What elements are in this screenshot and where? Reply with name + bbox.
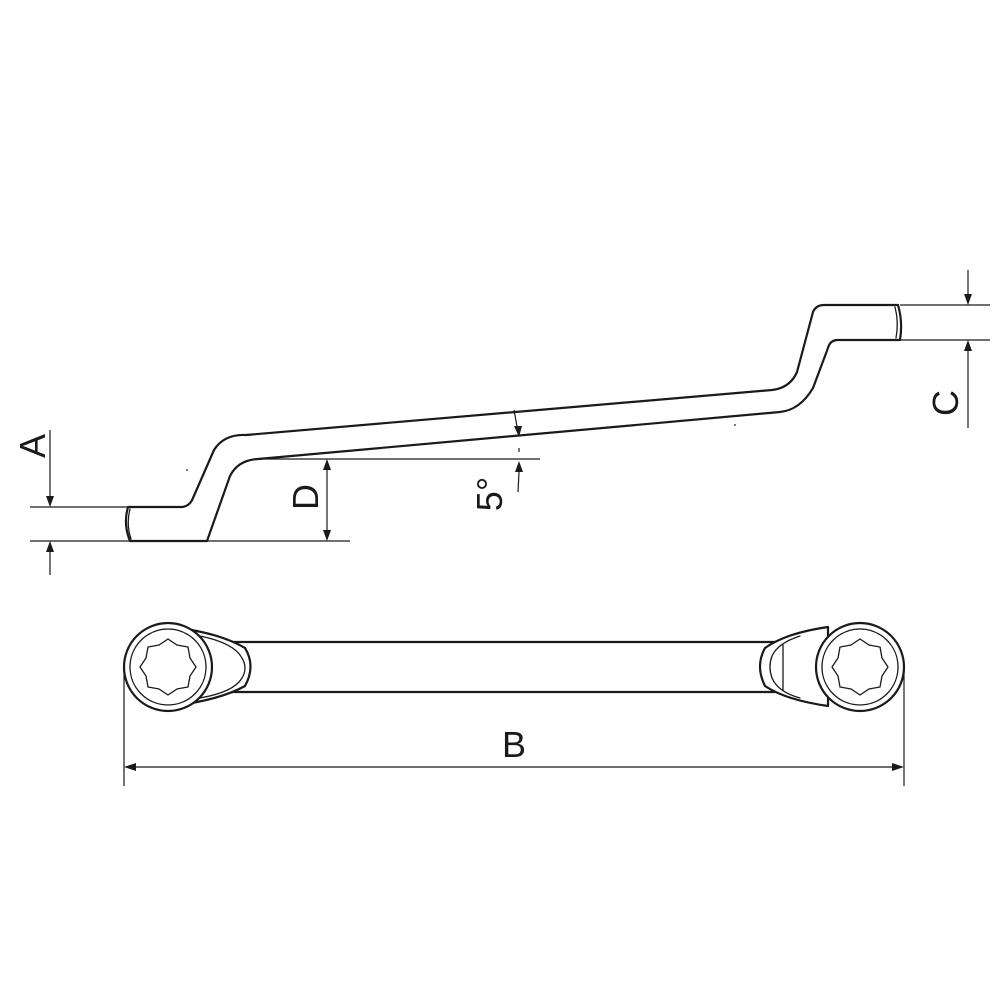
left-neck-inner — [199, 635, 246, 699]
wrench-handle — [223, 640, 777, 694]
dimension-b: B — [123, 667, 905, 786]
dimension-a: A — [12, 430, 130, 575]
dimension-d: D — [207, 458, 540, 542]
wrench-side-profile — [124, 303, 903, 543]
dimension-angle: 5° — [469, 409, 523, 511]
dimension-b-label: B — [502, 724, 526, 765]
left-ring-inner — [129, 628, 207, 706]
left-12-point-socket-icon — [139, 638, 197, 696]
dimension-a-label: A — [12, 434, 53, 458]
dot-mark — [186, 469, 188, 471]
left-head-crease — [127, 508, 132, 540]
angle-label: 5° — [469, 477, 510, 511]
wrench-side-view — [124, 303, 903, 543]
wrench-top-view — [122, 621, 906, 713]
left-ring-outer — [122, 621, 214, 713]
dot-mark — [734, 424, 736, 426]
dimension-d-label: D — [285, 484, 326, 510]
right-neck-inner — [769, 635, 801, 699]
right-ring-outer — [814, 621, 906, 713]
right-12-point-socket-icon — [831, 638, 889, 696]
dimension-c-label: C — [925, 390, 966, 416]
dimension-c: C — [900, 270, 990, 428]
right-ring-inner — [821, 628, 899, 706]
right-head-crease — [894, 306, 898, 339]
